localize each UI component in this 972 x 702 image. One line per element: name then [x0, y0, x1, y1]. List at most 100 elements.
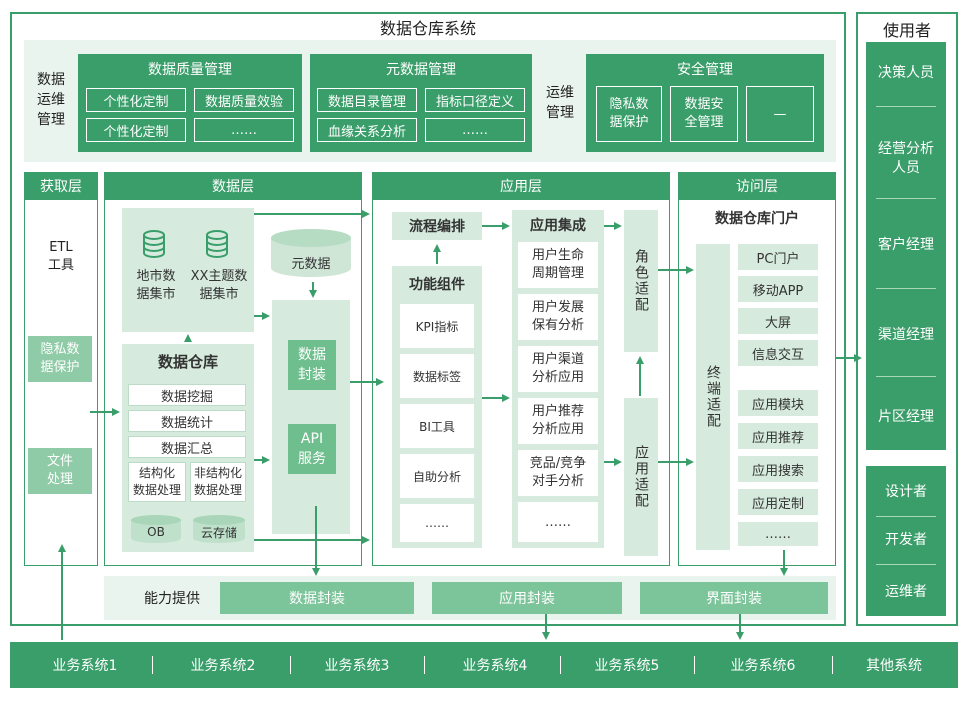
access-item: 应用定制 [738, 489, 818, 515]
data-layer-title: 数据层 [104, 172, 362, 200]
security-item: 数据安 全管理 [670, 86, 738, 142]
divider [152, 656, 153, 674]
divider [560, 656, 561, 674]
acquire-title: 获取层 [24, 172, 98, 200]
warehouse-item: 数据统计 [128, 410, 246, 432]
quality-mgmt-title: 数据质量管理 [148, 62, 232, 78]
theme-data-mart: XX主题数 据集市 [190, 269, 248, 302]
warehouse-title: 数据仓库 [157, 352, 218, 371]
quality-item: 数据质量效验 [194, 88, 294, 112]
access-item: PC门户 [738, 244, 818, 270]
ob-label: OB [147, 525, 165, 539]
integration-item: 用户发展 保有分析 [518, 294, 598, 340]
unstructured-processing: 非结构化 数据处理 [190, 462, 246, 502]
database-icon [205, 230, 229, 259]
database-icon [142, 230, 166, 259]
business-system: 业务系统1 [52, 658, 118, 674]
role-adaptation: 角色适配 [624, 210, 658, 352]
integration-item: 用户生命 周期管理 [518, 242, 598, 288]
function-item: 数据标签 [400, 354, 474, 398]
ob-cylinder [130, 514, 182, 544]
access-item: 信息交互 [738, 340, 818, 366]
business-systems-bar [10, 642, 958, 688]
user-role: 开发者 [885, 532, 927, 548]
security-mgmt-title: 安全管理 [677, 62, 733, 78]
app-adaptation-label: 应用适配 [633, 445, 649, 509]
ops-mgmt-label: 数据 运维 管理 [37, 72, 65, 128]
access-item: 大屏 [738, 308, 818, 334]
warehouse-item: 数据汇总 [128, 436, 246, 458]
metadata-cylinder [270, 228, 352, 278]
business-system: 业务系统4 [462, 658, 528, 674]
quality-mgmt-panel [78, 54, 302, 152]
app-adaptation: 应用适配 [624, 398, 658, 556]
privacy-protect: 隐私数 据保护 [28, 336, 92, 382]
divider [876, 564, 936, 565]
warehouse-item: 数据挖掘 [128, 384, 246, 406]
access-item: 应用推荐 [738, 423, 818, 449]
divider [876, 198, 936, 199]
access-item: …… [738, 522, 818, 546]
app-layer-title: 应用层 [372, 172, 670, 200]
system-title: 数据仓库系统 [379, 19, 476, 38]
app-integration-title: 应用集成 [530, 218, 586, 234]
security-mgmt-panel [586, 54, 824, 152]
users-list-primary [866, 42, 946, 450]
quality-item: 个性化定制 [86, 118, 186, 142]
users-title: 使用者 [882, 21, 931, 40]
function-item: KPI指标 [400, 304, 474, 348]
structured-processing: 结构化 数据处理 [128, 462, 186, 502]
metadata-item: 指标口径定义 [425, 88, 525, 112]
metadata-item: 数据目录管理 [317, 88, 417, 112]
dw-portal-title: 数据仓库门户 [715, 211, 799, 227]
capability-item: 应用封装 [432, 582, 622, 614]
divider [424, 656, 425, 674]
business-system: 业务系统3 [324, 658, 390, 674]
access-item: 移动APP [738, 276, 818, 302]
business-system: 业务系统5 [594, 658, 660, 674]
metadata-item: …… [425, 118, 525, 142]
security-item: 隐私数 据保护 [596, 86, 662, 142]
integration-item: 竞品/竞争 对手分析 [518, 450, 598, 496]
integration-item: 用户渠道 分析应用 [518, 346, 598, 392]
divider [876, 376, 936, 377]
function-item: 自助分析 [400, 454, 474, 498]
divider [876, 516, 936, 517]
business-system: 业务系统6 [730, 658, 796, 674]
divider [832, 656, 833, 674]
metadata-mgmt-panel [310, 54, 532, 152]
divider [694, 656, 695, 674]
cloud-storage-cylinder [192, 514, 246, 544]
metadata-item: 血缘关系分析 [317, 118, 417, 142]
metadata-label: 元数据 [291, 256, 331, 272]
service-panel [272, 300, 350, 534]
data-encapsulation: 数据 封装 [288, 340, 336, 390]
metadata-mgmt-title: 元数据管理 [386, 62, 456, 78]
divider [876, 288, 936, 289]
access-layer-title: 访问层 [678, 172, 836, 200]
function-components-title: 功能组件 [409, 277, 465, 293]
terminal-adaptation-label: 终端适配 [705, 365, 721, 429]
user-role: 决策人员 [878, 65, 934, 81]
integration-item: …… [518, 502, 598, 542]
data-mart-panel [122, 208, 254, 332]
flow-orchestration: 流程编排 [392, 212, 482, 240]
quality-item: …… [194, 118, 294, 142]
user-role: 运维者 [885, 584, 927, 600]
divider [876, 106, 936, 107]
business-system: 业务系统2 [190, 658, 256, 674]
ops-label: 运维 管理 [546, 85, 574, 121]
access-item: 应用搜索 [738, 456, 818, 482]
access-item: 应用模块 [738, 390, 818, 416]
user-role: 片区经理 [878, 409, 934, 425]
capability-item: 数据封装 [220, 582, 414, 614]
file-processing: 文件 处理 [28, 448, 92, 494]
integration-item: 用户推荐 分析应用 [518, 398, 598, 444]
business-system: 其他系统 [866, 658, 922, 674]
cloud-storage-label: 云存储 [200, 525, 237, 540]
terminal-adaptation: 终端适配 [696, 244, 730, 550]
city-data-mart: 地市数 据集市 [136, 269, 176, 302]
function-item: …… [400, 504, 474, 542]
quality-item: 个性化定制 [86, 88, 186, 112]
etl-tool: ETL 工具 [47, 240, 74, 273]
